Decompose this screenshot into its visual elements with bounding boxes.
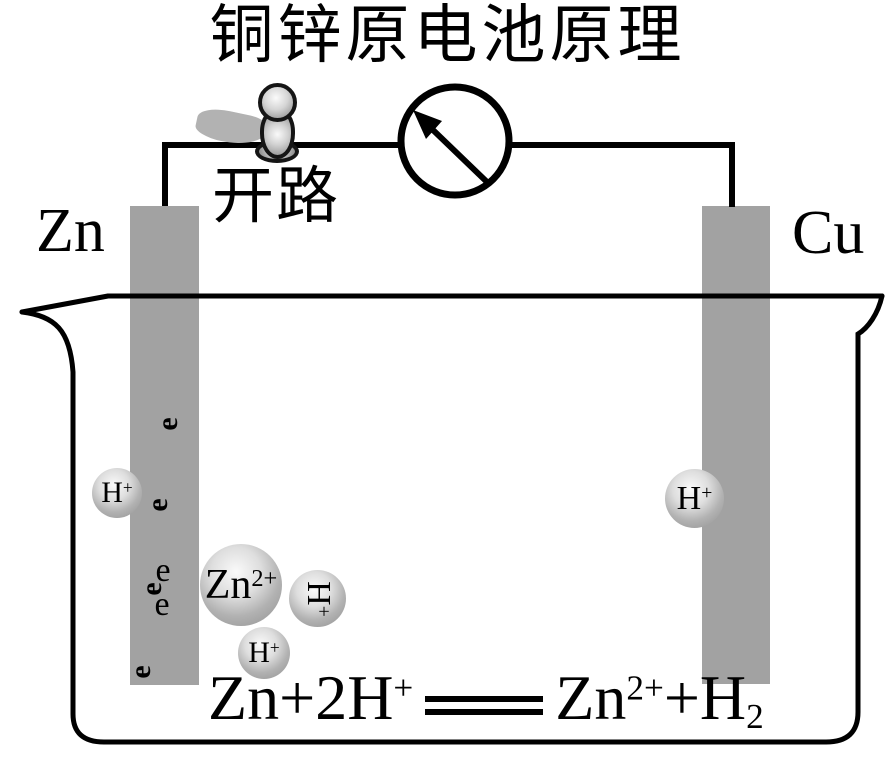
diagram-title: 铜锌原电池原理: [209, 0, 686, 71]
hydrogen-ion-right: H+: [665, 469, 724, 528]
left-wire: [162, 142, 400, 206]
equation-lhs-charge: +: [393, 668, 414, 708]
equation-rhs-h: +H: [663, 662, 747, 733]
switch-state-label: 开路: [212, 163, 341, 231]
equation-rhs-zn: Zn: [555, 662, 627, 733]
electron-label: e: [154, 586, 170, 623]
galvanometer-needle: [430, 127, 490, 185]
electron-icon: e: [124, 665, 157, 679]
electron-label: e: [155, 552, 171, 589]
equation-lhs: Zn+2H: [208, 662, 394, 733]
double-equals-sign: [425, 696, 544, 715]
hydrogen-ion-bottom: H+: [238, 627, 290, 679]
equation-rhs-zn-charge: 2+: [626, 668, 664, 708]
right-wire: [510, 142, 735, 207]
beaker-outline: [19, 293, 885, 745]
zinc-electrode-label: Zn: [36, 197, 105, 265]
electron-icon: e: [151, 417, 184, 431]
copper-electrode: [702, 206, 770, 684]
galvanometer-dial: [397, 83, 513, 199]
equation-rhs-h-subscript: 2: [746, 696, 764, 736]
zinc-ion: Zn2+: [200, 544, 282, 626]
solution-surface-line: [19, 293, 885, 315]
copper-electrode-label: Cu: [792, 199, 865, 267]
electron-icon: e: [141, 498, 174, 512]
hydrogen-ion-rotated: H+: [289, 570, 346, 627]
switch-knob-top: [258, 83, 297, 122]
reaction-equation: Zn+2H+Zn2++H2: [208, 666, 764, 734]
zinc-electrode: [130, 206, 199, 685]
galvanometer-needle-arrowhead: [413, 110, 442, 139]
hydrogen-ion-left: H+: [92, 468, 142, 518]
